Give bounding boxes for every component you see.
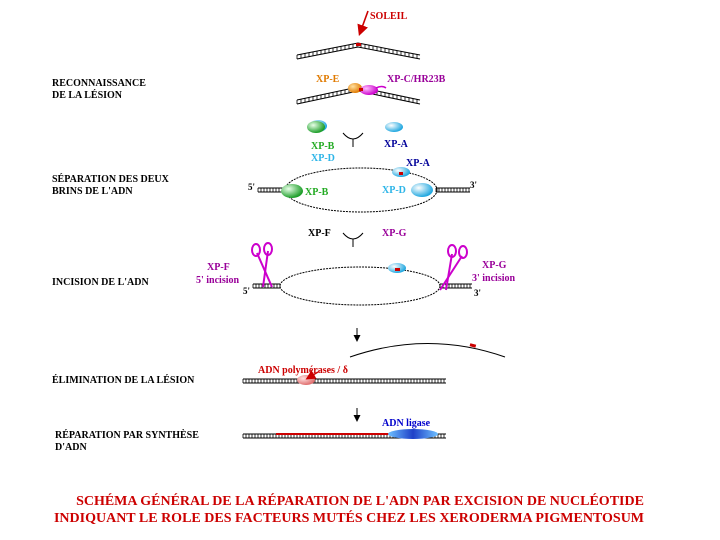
label-xp-a-top: XP-A [384, 139, 409, 150]
five-prime-2: 5' [248, 182, 255, 192]
three-prime-2: 3' [470, 180, 477, 190]
dna-incision [252, 266, 472, 306]
caption-line-1: SCHÉMA GÉNÉRAL DE LA RÉPARATION DE L'ADN… [76, 492, 644, 509]
dna-gapped [242, 378, 446, 384]
step-3-label: INCISION DE L'ADN [52, 277, 149, 288]
scissors-icon-xp-g [439, 244, 468, 291]
step-4-label: ÉLIMINATION DE LA LÉSION [52, 374, 195, 386]
ligase-protein [388, 429, 438, 439]
xp-b-protein-free [307, 121, 325, 133]
merge-arrow-1 [342, 132, 364, 140]
label-xp-g-top: XP-G [382, 228, 407, 239]
xp-b-protein-bound [281, 184, 303, 198]
label-xp-b-bubble: XP-B [305, 187, 329, 198]
label-5-incision: 5' incision [196, 275, 240, 286]
polymerase-protein [297, 375, 315, 385]
step-5-line2: D'ADN [55, 442, 87, 453]
sun-label: SOLEIL [370, 11, 408, 22]
three-prime-3: 3' [474, 288, 481, 298]
lesion-mark [356, 43, 361, 46]
label-xp-e: XP-E [316, 74, 340, 85]
label-xp-d-bubble: XP-D [382, 185, 406, 196]
label-polymerase: ADN polymérases / δ [258, 365, 348, 376]
label-ligase: ADN ligase [382, 418, 431, 429]
step-1-line1: RECONNAISSANCE [52, 78, 146, 89]
label-xp-b-top: XP-B [311, 141, 335, 152]
caption-line-2: INDIQUANT LE ROLE DES FACTEURS MUTÉS CHE… [54, 509, 644, 526]
step-5-line1: RÉPARATION PAR SYNTHÈSE [55, 429, 199, 441]
label-xp-f-top: XP-F [308, 228, 331, 239]
label-xp-g-scissors: XP-G [482, 260, 507, 271]
xp-c-protein [360, 85, 378, 95]
label-xp-a-bubble: XP-A [406, 158, 431, 169]
xp-a-protein-free [385, 122, 403, 132]
step-2-line1: SÉPARATION DES DEUX [52, 173, 170, 185]
label-3-incision: 3' incision [472, 273, 516, 284]
xp-e-protein [348, 83, 362, 93]
xp-d-protein-bound [411, 183, 433, 197]
label-xp-d-top: XP-D [311, 153, 335, 164]
merge-arrow-2 [342, 232, 364, 240]
scissors-icon-xp-f [251, 242, 273, 288]
five-prime-3: 5' [243, 286, 250, 296]
uv-arrow [357, 10, 369, 37]
label-xp-f-scissors: XP-F [207, 262, 230, 273]
excised-fragment [349, 343, 506, 358]
step-2-line2: BRINS DE L'ADN [52, 186, 133, 197]
dna-damaged [296, 42, 421, 60]
step-1-line2: DE LA LÉSION [52, 89, 123, 101]
label-xp-c: XP-C/HR23B [387, 74, 446, 85]
